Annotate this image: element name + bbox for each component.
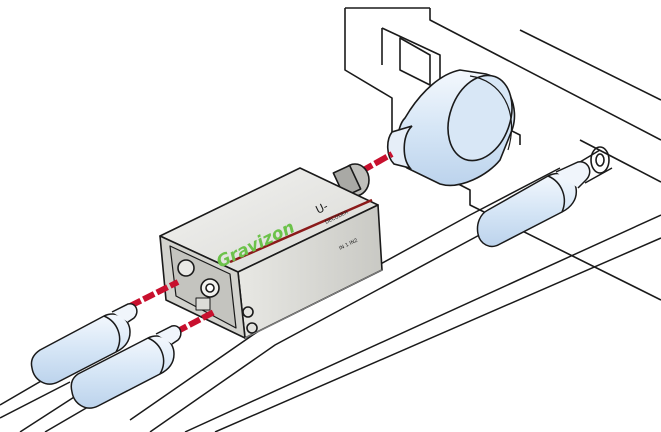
rca-plug-right <box>476 161 591 248</box>
rca-plug-left-upper <box>30 303 138 385</box>
decoder-device <box>159 163 383 339</box>
monitor-housing <box>344 7 661 301</box>
device-model-label: U- <box>314 200 331 217</box>
rca-plug-left-lower <box>70 325 182 409</box>
signal-lines-front <box>128 279 216 335</box>
monitor-plug <box>386 69 516 187</box>
